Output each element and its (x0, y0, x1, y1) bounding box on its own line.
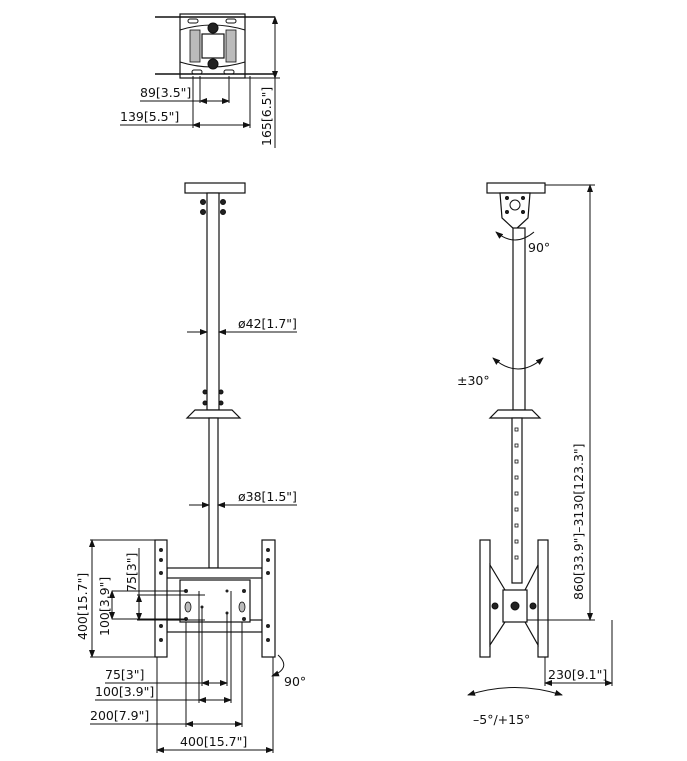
dim-75-vertical-label: 75[3"] (124, 553, 139, 592)
rotate-arrow-icon (492, 357, 544, 370)
dim-100-horizontal-label: 100[3.9"] (95, 684, 154, 699)
dim-165-label: 165[6.5"] (259, 87, 274, 146)
dim-139-label: 139[5.5"] (120, 109, 179, 124)
rotate-label: ±30° (457, 373, 490, 388)
left-rail (154, 539, 168, 658)
upper-pole-side (512, 227, 526, 411)
pole-collar (185, 409, 242, 419)
top-view: 89[3.5"] 139[5.5"] 165[6.5"] (120, 13, 280, 148)
lower-pole-side (511, 417, 523, 584)
dim-89-label: 89[3.5"] (140, 85, 191, 100)
dim-200-horizontal-label: 200[7.9"] (90, 708, 149, 723)
pole-upper-diameter-label: ø42[1.7"] (238, 316, 297, 331)
ceiling-plate-front (184, 182, 246, 194)
rotation-arrow-icon (271, 654, 285, 677)
height-range-label: 860[33.9"]–3130[123.3"] (571, 443, 586, 600)
vesa-plate (179, 579, 251, 623)
pole-lower-diameter-label: ø38[1.5"] (238, 489, 297, 504)
right-rail (261, 539, 276, 658)
rotation-label: 90° (284, 674, 306, 689)
dim-100-vertical-label: 100[3.9"] (97, 577, 112, 636)
dim-75-horizontal-label: 75[3"] (105, 667, 144, 682)
dim-height-400-label: 400[15.7"] (75, 573, 90, 640)
dim-width-400-label: 400[15.7"] (180, 734, 247, 749)
ceiling-plate-side (486, 182, 546, 194)
swivel-arrow-icon (495, 231, 535, 241)
side-view: 90° ±30° 860[33.9"]–3130[123.3"] 230[9.1… (457, 182, 613, 727)
tilt-arrow-icon (467, 687, 563, 696)
upper-pole (206, 192, 220, 411)
front-view: ø42[1.7"] ø38[1.5"] 400[15.7"] 75[3"] 10… (75, 182, 306, 753)
dim-230-label: 230[9.1"] (548, 667, 607, 682)
lower-pole (208, 417, 219, 569)
swivel-label: 90° (528, 240, 550, 255)
tilt-label: –5°/+15° (473, 712, 530, 727)
